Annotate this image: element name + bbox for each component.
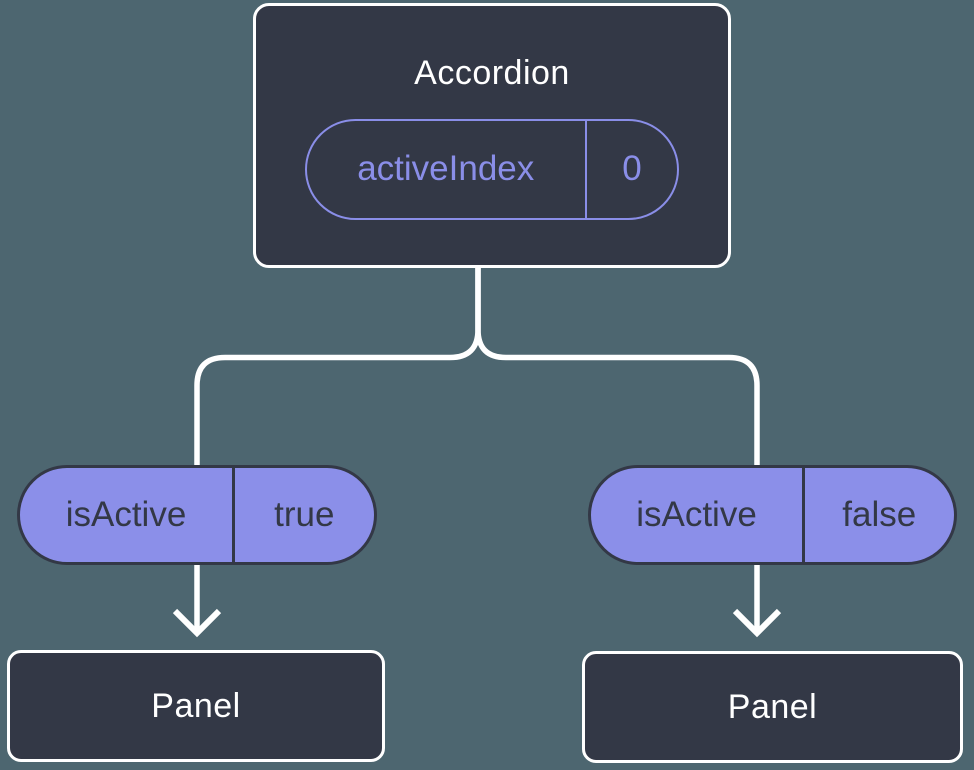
prop-pill-right-divider [802, 468, 805, 562]
prop-pill-left: isActive true [17, 465, 377, 565]
connector-branch-right [475, 265, 760, 630]
prop-pill-right: isActive false [588, 465, 957, 565]
prop-pill-right-name: isActive [636, 495, 757, 534]
panel-node-left: Panel [7, 650, 385, 762]
arrowhead-right-icon [732, 608, 782, 638]
prop-pill-left-divider [232, 468, 235, 562]
state-pill: activeIndex 0 [305, 118, 679, 220]
prop-pill-right-value: false [842, 495, 917, 534]
prop-pill-left-name: isActive [65, 495, 187, 534]
accordion-node-title: Accordion [414, 53, 570, 92]
panel-node-right-title: Panel [727, 688, 818, 726]
arrowhead-left-icon [172, 608, 222, 638]
state-pill-divider [584, 120, 587, 218]
connector-branch-left [194, 265, 481, 630]
state-pill-value: 0 [622, 149, 642, 188]
state-pill-name: activeIndex [357, 149, 535, 188]
panel-node-right: Panel [582, 651, 963, 763]
prop-pill-left-value: true [274, 495, 335, 534]
accordion-node: Accordion activeIndex 0 [253, 3, 731, 268]
panel-node-left-title: Panel [151, 687, 241, 725]
